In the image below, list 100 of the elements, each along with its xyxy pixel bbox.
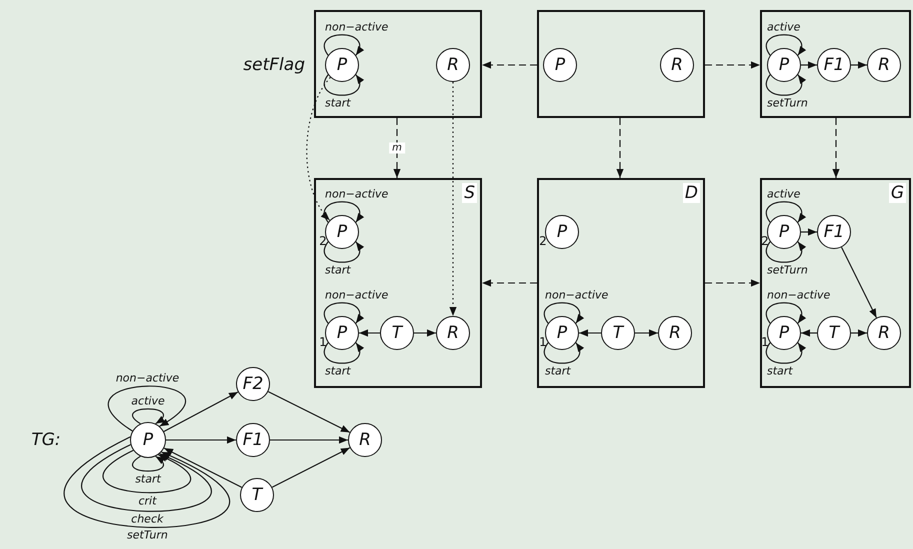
dashed-arrow xyxy=(705,279,760,287)
state-circle: P xyxy=(543,48,577,82)
box-caption: setFlag xyxy=(243,55,305,75)
loop-label: start xyxy=(545,364,571,378)
dotted-arrow xyxy=(449,82,457,316)
self-loop-arrow xyxy=(766,74,806,96)
dashed-arrow xyxy=(616,118,624,178)
arrow xyxy=(635,329,658,337)
index-label: 2 xyxy=(539,234,547,248)
self-loop-arrow xyxy=(766,201,806,222)
arrow xyxy=(801,329,817,337)
arrow xyxy=(272,447,350,488)
self-loop-arrow xyxy=(324,302,364,324)
state-box xyxy=(314,178,482,388)
self-loop-arrow xyxy=(324,74,364,96)
loop-label: start xyxy=(325,364,351,378)
arrow xyxy=(801,228,817,236)
box-label: G xyxy=(888,183,906,203)
state-circle: R xyxy=(867,316,901,350)
loop-label: start xyxy=(325,264,351,277)
state-box xyxy=(760,10,911,118)
loop-label: start xyxy=(767,364,793,378)
self-loop-arrow xyxy=(766,342,806,364)
state-circle: R xyxy=(867,48,901,82)
dotted-arrow xyxy=(306,77,331,221)
loop-label: non−active xyxy=(325,187,388,200)
state-box xyxy=(760,178,911,388)
self-loop-arrow xyxy=(65,436,228,528)
edge-label: m xyxy=(389,142,405,154)
arrow xyxy=(268,391,350,433)
arrow xyxy=(166,436,236,444)
state-circle: R xyxy=(436,316,470,350)
self-loop-arrow xyxy=(132,456,165,472)
arrow xyxy=(579,329,601,337)
state-circle: R xyxy=(660,48,694,82)
arrow xyxy=(359,329,380,337)
self-loop-arrow xyxy=(324,201,364,222)
index-label: 2 xyxy=(319,234,327,248)
box-label: S xyxy=(462,183,477,203)
dashed-arrow xyxy=(393,118,401,178)
state-circle: T xyxy=(380,316,414,350)
box-label: D xyxy=(682,183,700,203)
self-loop-arrow xyxy=(324,242,364,263)
state-circle: R xyxy=(436,48,470,82)
loop-label: active xyxy=(131,394,165,408)
dashed-arrow xyxy=(832,118,840,178)
state-box xyxy=(537,10,705,118)
self-loop-arrow xyxy=(766,302,806,324)
arrow xyxy=(851,329,867,337)
loop-label: non−active xyxy=(325,288,388,302)
graph-label: TG: xyxy=(31,430,61,450)
state-circle: R xyxy=(348,423,382,457)
state-circle: P xyxy=(325,48,359,82)
state-circle: F1 xyxy=(817,215,851,249)
loop-label: active xyxy=(767,20,800,34)
state-circle: P xyxy=(767,316,801,350)
self-loop-arrow xyxy=(766,34,806,56)
arrow xyxy=(801,61,817,69)
arrow xyxy=(164,448,242,488)
self-loop-arrow xyxy=(82,444,211,512)
state-box xyxy=(314,10,482,118)
state-circle: P xyxy=(130,422,166,458)
loop-label: non−active xyxy=(116,372,180,385)
self-loop-arrow xyxy=(324,34,364,56)
arrow xyxy=(164,392,238,432)
state-circle: P xyxy=(545,316,579,350)
loop-label: setTurn xyxy=(767,96,808,110)
arrow xyxy=(841,247,877,318)
loop-label: start xyxy=(135,472,161,486)
self-loop-arrow xyxy=(132,408,165,424)
dashed-arrow xyxy=(482,61,537,69)
self-loop-arrow xyxy=(544,342,584,364)
self-loop-arrow xyxy=(103,450,190,494)
arrow xyxy=(851,61,867,69)
state-circle: P xyxy=(325,215,359,249)
loop-label: non−active xyxy=(767,288,830,302)
state-box xyxy=(537,178,705,388)
arrow xyxy=(414,329,436,337)
self-loop-arrow xyxy=(108,386,186,432)
self-loop-arrow xyxy=(324,342,364,364)
loop-label: non−active xyxy=(545,288,608,302)
state-circle: P xyxy=(767,48,801,82)
state-circle: T xyxy=(240,478,274,512)
state-circle: F1 xyxy=(236,423,270,457)
arrow xyxy=(270,436,348,444)
self-loop-arrow xyxy=(544,302,584,324)
index-label: 2 xyxy=(761,234,769,248)
loop-label: active xyxy=(767,187,800,200)
state-circle: F1 xyxy=(817,48,851,82)
self-loop-arrow xyxy=(766,242,806,263)
state-circle: P xyxy=(325,316,359,350)
state-circle: P xyxy=(545,215,579,249)
loop-label: start xyxy=(325,96,351,110)
state-circle: F2 xyxy=(236,367,270,401)
state-circle: R xyxy=(658,316,692,350)
state-circle: P xyxy=(767,215,801,249)
loop-label: non−active xyxy=(325,20,388,34)
index-label: 1 xyxy=(319,335,327,349)
state-circle: T xyxy=(817,316,851,350)
index-label: 1 xyxy=(539,335,547,349)
